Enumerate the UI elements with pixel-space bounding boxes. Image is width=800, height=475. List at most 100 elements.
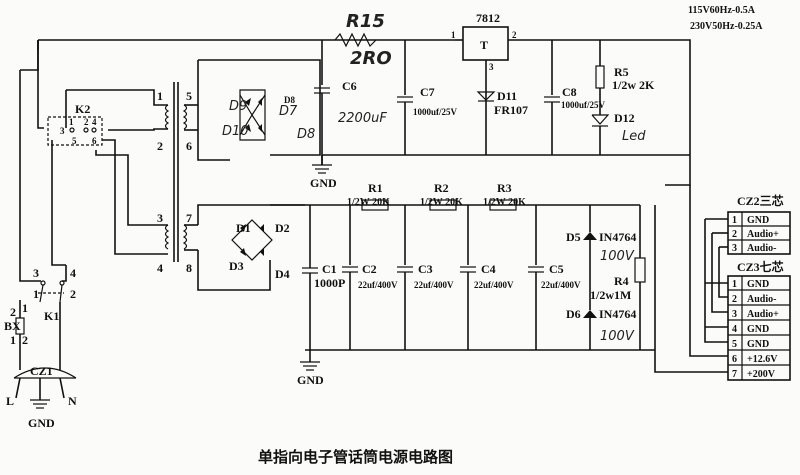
k2-to-p2-wire xyxy=(108,128,168,131)
d11-value: FR107 xyxy=(494,103,528,117)
secondary-coil-top xyxy=(182,104,188,130)
gnd-bot-label: GND xyxy=(297,373,324,387)
gnd-top-label: GND xyxy=(310,176,337,190)
r1-resistor xyxy=(361,199,389,211)
k1-n4: 4 xyxy=(70,266,76,280)
d6-note: 100V xyxy=(600,329,635,344)
k2-switch-box xyxy=(47,116,103,146)
d7-label: D7 xyxy=(279,104,298,119)
cz3-row5-label: GND xyxy=(747,339,769,350)
cz1-n-label: N xyxy=(68,394,77,408)
c7-label: C7 xyxy=(420,85,435,99)
cz1-plug-arc xyxy=(13,367,77,379)
d12-value: Led xyxy=(622,129,646,144)
d1-diode xyxy=(240,224,246,232)
k1-mains-wire xyxy=(20,40,39,71)
d5-label: D5 xyxy=(566,230,581,244)
c8-value: 1000uf/25V xyxy=(561,100,606,110)
top-bridge-wire-left xyxy=(197,60,230,161)
c8-label: C8 xyxy=(562,85,577,99)
k1-left-feed-wire xyxy=(19,70,41,282)
k2-contact-2 xyxy=(83,127,89,133)
cz3-row2-label: Audio- xyxy=(747,294,776,305)
k1-label: K1 xyxy=(44,309,59,323)
spec-line-2: 230V50Hz-0.25A xyxy=(690,21,763,32)
regulator-pin1: 1 xyxy=(451,30,456,40)
k1-n3: 3 xyxy=(33,266,39,280)
r2-label: R2 xyxy=(434,181,449,195)
c3-value: 22uf/400V xyxy=(414,280,454,290)
regulator-body-label: T xyxy=(480,38,488,52)
primary-coil-top xyxy=(164,104,170,130)
k1-lower-1: 1 xyxy=(22,301,28,315)
d5-zener xyxy=(583,232,597,240)
xfmr-p3: 3 xyxy=(157,211,163,225)
c3-label: C3 xyxy=(418,262,433,276)
r3-label: R3 xyxy=(497,181,512,195)
r4-resistor xyxy=(634,257,646,283)
k1-n2: 2 xyxy=(70,287,76,301)
k2-contact-4 xyxy=(91,127,97,133)
d6-value: IN4764 xyxy=(599,307,636,321)
k2-n1: 1 xyxy=(69,117,74,127)
r15-value: 2RO xyxy=(350,48,392,69)
cz3-row7-num: 7 xyxy=(732,369,737,380)
regulator-pin2: 2 xyxy=(512,30,517,40)
k2-n5: 5 xyxy=(72,136,77,146)
cz3-row4-num: 4 xyxy=(732,324,737,335)
top-bridge-wire-right xyxy=(198,59,321,156)
top-bridge-frame xyxy=(239,89,266,141)
cz2-title: CZ2三芯 xyxy=(737,193,784,208)
cz2-row2-num: 2 xyxy=(732,229,737,240)
cz2-row1-num: 1 xyxy=(732,215,737,226)
gnd-bus-wire xyxy=(704,219,728,343)
c4-value: 22uf/400V xyxy=(474,280,514,290)
c5-value: 22uf/400V xyxy=(541,280,581,290)
xfmr-s7: 7 xyxy=(186,211,192,225)
xfmr-p1: 1 xyxy=(157,89,163,103)
r15-resistor xyxy=(334,32,377,48)
k1-contact-3 xyxy=(40,280,46,286)
c4-label: C4 xyxy=(481,262,496,276)
cz3-row6-num: 6 xyxy=(732,354,737,365)
r15-label: R15 xyxy=(346,11,385,32)
c1-value: 1000P xyxy=(314,276,345,290)
spec-line-1: 115V60Hz-0.5A xyxy=(688,5,756,16)
cz1-l-pin xyxy=(15,377,21,399)
r5-value: 1/2w 2K xyxy=(612,78,655,92)
d4-diode xyxy=(260,248,264,256)
r1-value: 1/2W 20K xyxy=(347,197,390,208)
cz3-row7-label: +200V xyxy=(747,369,776,380)
d6-label: D6 xyxy=(566,307,581,321)
diagram-title: 单指向电子管话筒电源电路图 xyxy=(258,448,453,466)
cz3-row3-num: 3 xyxy=(732,309,737,320)
xfmr-s5: 5 xyxy=(186,89,192,103)
k2-n2: 2 xyxy=(84,117,89,127)
r3-value: 1/2W 20K xyxy=(483,197,526,208)
cz3-row1-label: GND xyxy=(747,279,769,290)
r1-label: R1 xyxy=(368,181,383,195)
bot-bridge-wire-bottom xyxy=(197,250,271,291)
cz1-gnd-label: GND xyxy=(28,416,55,430)
d12-led xyxy=(591,114,610,125)
c2-label: C2 xyxy=(362,262,377,276)
k1-right-feed-wire xyxy=(62,265,67,282)
k2-to-p4-wire xyxy=(102,139,168,255)
c1-label: C1 xyxy=(322,262,337,276)
d11-diode xyxy=(476,91,496,101)
k1-lower-2: 2 xyxy=(22,333,28,347)
r2-value: 1/2W 20K xyxy=(420,197,463,208)
k2-to-p1-wire xyxy=(66,89,168,106)
d8-label: D8 xyxy=(297,127,315,142)
d8-diode xyxy=(258,124,262,132)
d11-label: D11 xyxy=(497,89,517,103)
regulator-pin3: 3 xyxy=(489,62,494,72)
cz3-row6-label: +12.6V xyxy=(747,354,778,365)
cz3-connector xyxy=(727,275,791,381)
d-extra-label: D8 xyxy=(284,95,295,105)
bot-bridge-diamond xyxy=(231,219,273,261)
cz3-row5-num: 5 xyxy=(732,339,737,350)
c6-label: C6 xyxy=(342,79,357,93)
